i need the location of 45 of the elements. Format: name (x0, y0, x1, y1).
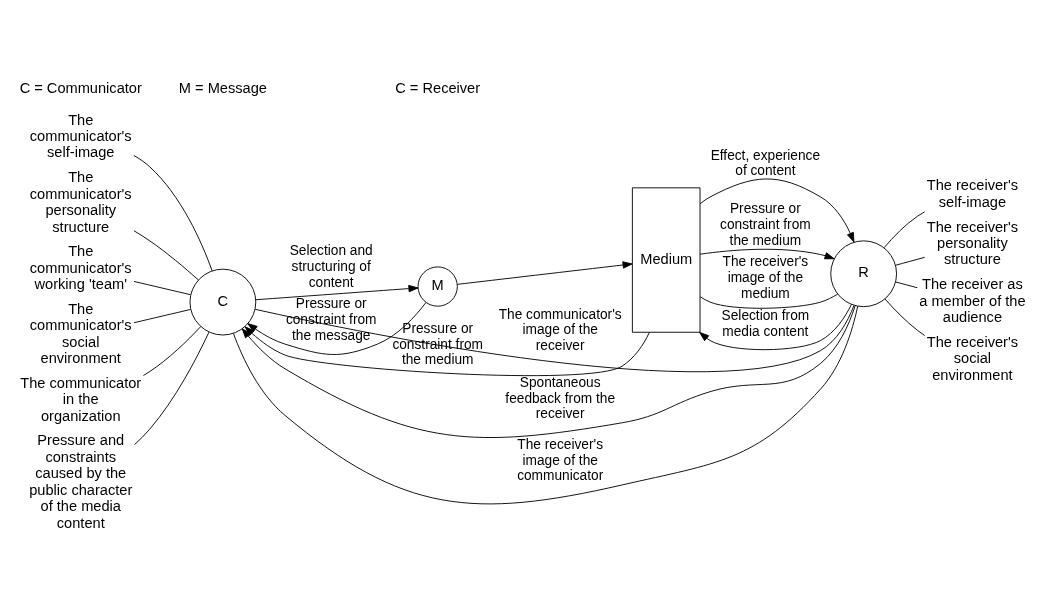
node-text: The communicator's personality structure (29, 168, 132, 235)
connector (133, 154, 213, 271)
connector (895, 281, 918, 288)
connector (699, 293, 839, 309)
connector (133, 229, 199, 280)
node-text: The receiver's social environment (926, 333, 1019, 383)
edge-label: The communicator's image of the receiver (498, 306, 622, 353)
edge-label: Effect, experience of content (710, 146, 821, 178)
arrow (699, 178, 855, 242)
label: C = Receiver (395, 79, 481, 96)
label: M = Message (178, 79, 267, 96)
edge-label: Spontaneous feedback from the receiver (505, 374, 616, 421)
label: C = Communicator (19, 79, 142, 96)
arrow (255, 284, 419, 300)
connector (133, 308, 191, 323)
node-text: The receiver's personality structure (926, 218, 1019, 267)
node-text: The communicator in the organization (20, 374, 142, 424)
arrow (699, 248, 835, 259)
connector (895, 256, 926, 266)
node-text: The receiver as a member of the audience (919, 275, 1026, 325)
connector (233, 305, 859, 504)
connector (134, 331, 210, 445)
node-text: The communicator's social environment (29, 300, 132, 366)
node-circle: M (417, 265, 458, 307)
edge-label: Selection from media content (721, 307, 810, 339)
arrow (241, 304, 856, 438)
edge-label: Pressure or constraint from the medium (720, 200, 811, 247)
arrow (457, 260, 633, 285)
node-text: The communicator's self-image (29, 111, 132, 160)
arrow (699, 303, 852, 350)
edge-label: The receiver's image of the communicator (517, 436, 604, 483)
connector (883, 210, 926, 248)
node-text: Pressure and constraints caused by the public character of the media content (29, 431, 133, 531)
connector (143, 325, 202, 376)
node-box: Medium (631, 186, 701, 333)
arrow (244, 325, 650, 376)
node-circle: R (830, 239, 897, 307)
connector (254, 304, 855, 372)
connector (884, 297, 926, 336)
connector (133, 280, 191, 295)
edge-label: Selection and structuring of content (289, 242, 373, 290)
arrow (247, 301, 427, 355)
node-text: The receiver's self-image (926, 176, 1019, 210)
node-text: The communicator's working 'team' (29, 242, 132, 292)
edge-label: The receiver's image of the medium (722, 253, 809, 301)
